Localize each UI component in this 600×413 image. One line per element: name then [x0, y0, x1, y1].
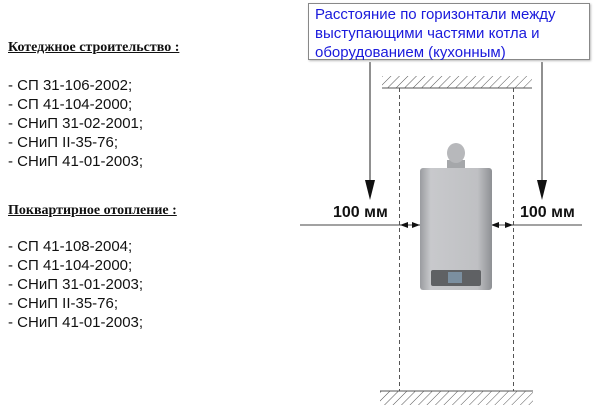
list-item: - СНиП 41-01-2003; — [8, 153, 144, 170]
list-item: - СП 31-106-2002; — [8, 77, 133, 94]
section-title-apartment: Поквартирное отопление : — [8, 203, 177, 218]
ceiling-hatch — [382, 76, 532, 89]
list-item: - СП 41-108-2004; — [8, 238, 133, 255]
left-dimension — [300, 222, 420, 228]
note-box: Расстояние по горизонтали между выступаю… — [308, 3, 590, 61]
left-pointer-arrow — [365, 62, 375, 200]
list-item: - СНиП 41-01-2003; — [8, 314, 144, 331]
right-dimension — [491, 222, 582, 228]
list-item: - СНиП II-35-76; — [8, 134, 119, 151]
right-pointer-arrow — [537, 62, 547, 200]
list-item: - СП 41-104-2000; — [8, 257, 133, 274]
list-item: - СНиП II-35-76; — [8, 295, 119, 312]
left-distance-label: 100 мм — [333, 204, 388, 221]
floor-hatch — [380, 390, 533, 405]
list-item: - СНиП 31-02-2001; — [8, 115, 144, 132]
right-distance-label: 100 мм — [520, 204, 575, 221]
section-title-cottage: Котеджное строительство : — [8, 40, 180, 55]
boiler-icon — [420, 143, 492, 290]
list-item: - СП 41-104-2000; — [8, 96, 133, 113]
list-item: - СНиП 31-01-2003; — [8, 276, 144, 293]
